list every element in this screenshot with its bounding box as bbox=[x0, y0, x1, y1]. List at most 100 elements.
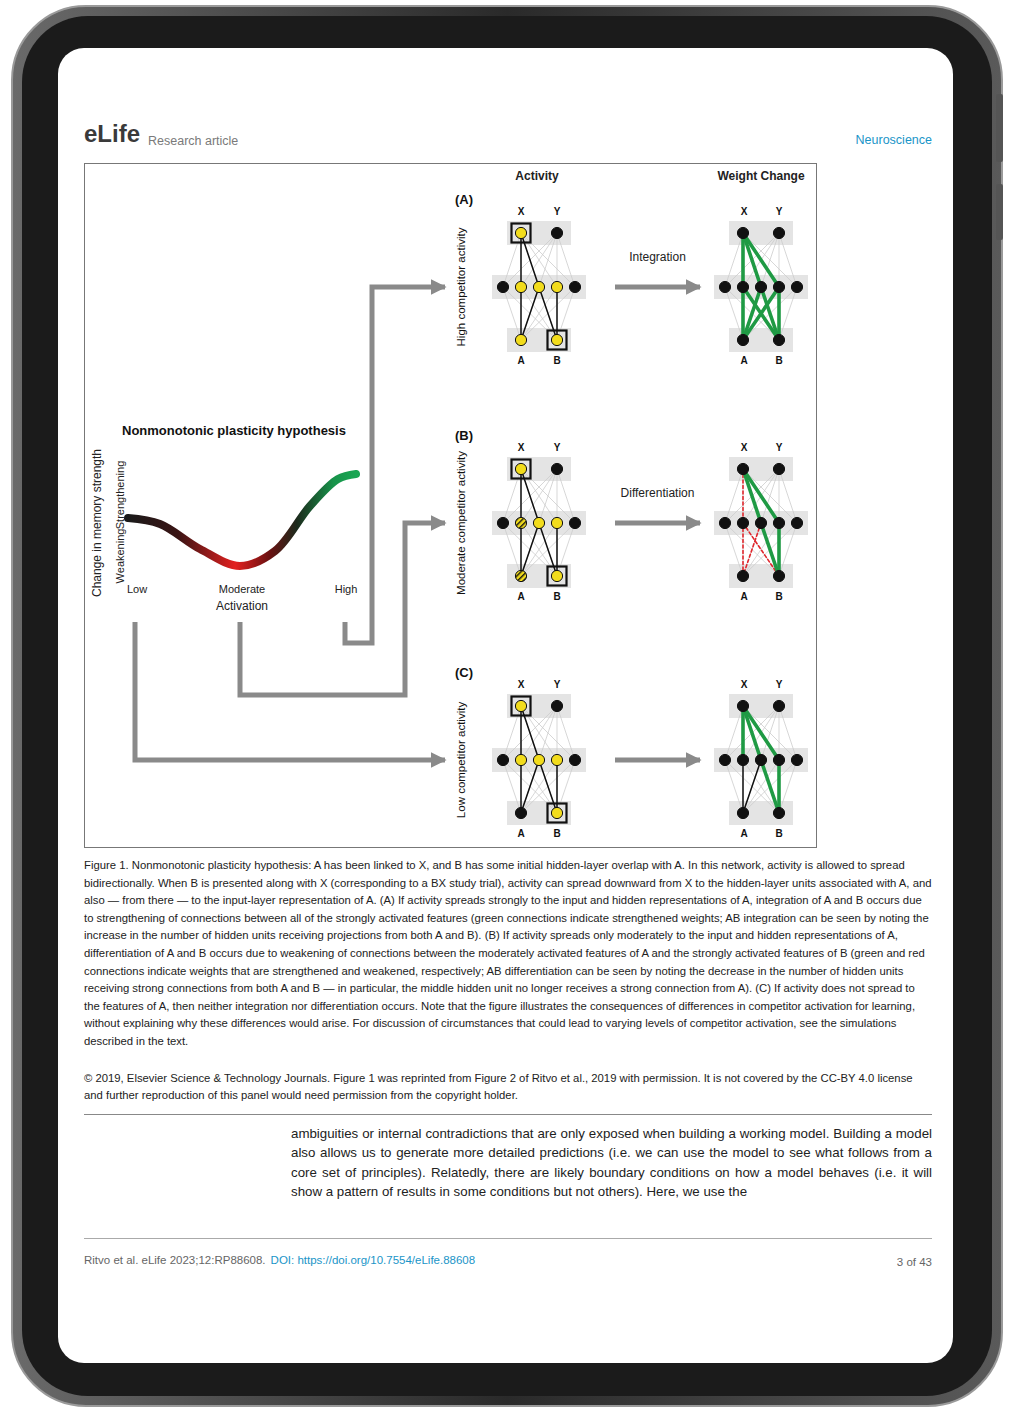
label-text: Neuroscience bbox=[856, 133, 932, 147]
cue-box bbox=[548, 567, 567, 586]
unit bbox=[515, 517, 526, 528]
weak-connection bbox=[521, 233, 575, 287]
strengthened-connection bbox=[761, 523, 779, 576]
weak-connection bbox=[521, 233, 557, 287]
weak-connection bbox=[743, 469, 779, 523]
weak-connection bbox=[779, 287, 797, 340]
weak-connection bbox=[521, 706, 575, 760]
flow-arrow bbox=[615, 285, 700, 290]
weak-connection bbox=[521, 287, 522, 340]
weak-connection bbox=[743, 287, 797, 340]
weak-connection bbox=[743, 469, 761, 523]
unit bbox=[515, 227, 526, 238]
connection bbox=[520, 287, 522, 340]
weak-connection bbox=[779, 760, 797, 813]
weight-panel: XYAB bbox=[700, 663, 820, 857]
weak-connection bbox=[743, 287, 779, 340]
connection bbox=[556, 760, 558, 813]
weak-connection bbox=[761, 706, 779, 760]
weak-connection bbox=[743, 760, 761, 813]
weak-connection bbox=[725, 760, 779, 813]
weight-panel: XYAB bbox=[700, 426, 820, 620]
node-text: A bbox=[740, 828, 747, 840]
network bbox=[714, 694, 808, 825]
label-text: 3 of 43 bbox=[897, 1256, 932, 1269]
weak-connection bbox=[503, 760, 521, 813]
weak-connection bbox=[743, 760, 797, 813]
unit bbox=[569, 281, 580, 292]
unit bbox=[773, 517, 784, 528]
weak-connection bbox=[521, 287, 539, 340]
weak-connection bbox=[743, 706, 779, 760]
weak-connection bbox=[521, 760, 539, 813]
figure-frame bbox=[85, 164, 817, 848]
node-text: A bbox=[517, 591, 524, 603]
cue-box bbox=[512, 697, 531, 716]
weak-connection bbox=[539, 706, 557, 760]
tablet-bezel bbox=[22, 16, 992, 1396]
unit bbox=[497, 281, 508, 292]
weak-connection bbox=[743, 523, 797, 576]
node-text: A bbox=[740, 355, 747, 367]
node-text: Y bbox=[554, 206, 561, 218]
weak-connection bbox=[725, 760, 743, 813]
node-text: X bbox=[741, 206, 748, 218]
unit bbox=[515, 807, 526, 818]
unit bbox=[737, 463, 748, 474]
weak-connection bbox=[725, 233, 779, 287]
unit bbox=[755, 754, 766, 765]
layer-band bbox=[729, 221, 793, 245]
unit bbox=[737, 570, 748, 581]
weak-connection bbox=[521, 760, 522, 813]
unit bbox=[755, 281, 766, 292]
weak-connection bbox=[521, 523, 539, 576]
unit bbox=[737, 700, 748, 711]
unit bbox=[515, 570, 526, 581]
strengthened-connection bbox=[777, 523, 781, 576]
flow-arrow bbox=[615, 521, 700, 526]
strengthened-connection bbox=[743, 287, 779, 340]
layer-band bbox=[507, 694, 571, 718]
unit bbox=[569, 754, 580, 765]
weak-connection bbox=[743, 760, 779, 813]
node-text: Nonmonotonic plasticity hypothesis bbox=[122, 424, 346, 439]
weak-connection bbox=[743, 706, 797, 760]
strengthened-connection bbox=[761, 760, 779, 813]
weak-connection bbox=[503, 523, 557, 576]
weakened-connection bbox=[743, 523, 779, 576]
weak-connection bbox=[725, 706, 743, 760]
network bbox=[492, 694, 586, 825]
weak-connection bbox=[521, 469, 557, 523]
weak-connection bbox=[521, 469, 522, 523]
flow-arrow bbox=[615, 758, 700, 763]
unit bbox=[737, 807, 748, 818]
label-text: Activation bbox=[216, 600, 268, 614]
strengthened-connection bbox=[743, 469, 779, 523]
weak-connection bbox=[743, 469, 744, 523]
network bbox=[714, 457, 808, 588]
weak-connection bbox=[743, 233, 779, 287]
weak-connection bbox=[521, 706, 522, 760]
weak-connection bbox=[779, 523, 780, 576]
weak-connection bbox=[557, 233, 558, 287]
unit bbox=[533, 754, 544, 765]
unit bbox=[569, 517, 580, 528]
weak-connection bbox=[779, 706, 797, 760]
activity-panel: (B)Moderate competitor activityXYAB bbox=[445, 426, 615, 620]
label-text: Moderate bbox=[219, 583, 265, 596]
unit bbox=[773, 807, 784, 818]
unit bbox=[551, 227, 562, 238]
unit bbox=[551, 463, 562, 474]
weak-connection bbox=[725, 469, 779, 523]
node-text: X bbox=[518, 679, 525, 691]
network bbox=[714, 221, 808, 352]
label-text: Low bbox=[127, 583, 147, 596]
unit bbox=[773, 570, 784, 581]
strengthened-connection bbox=[743, 287, 761, 340]
weak-connection bbox=[557, 469, 575, 523]
node-text: X bbox=[741, 442, 748, 454]
connection bbox=[520, 760, 522, 813]
weak-connection bbox=[779, 469, 780, 523]
weak-connection bbox=[761, 287, 779, 340]
node-text: Y bbox=[554, 679, 561, 691]
